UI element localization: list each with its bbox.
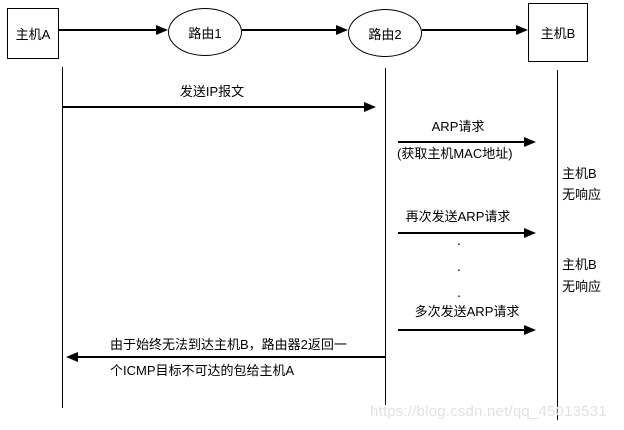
arp-multi-label: 多次发送ARP请求 [414, 304, 520, 319]
link-router-1-to-router-2 [242, 29, 336, 31]
router-1-label: 路由1 [188, 25, 222, 41]
arrowhead-right-icon [156, 25, 168, 35]
host-a-label: 主机A [15, 27, 51, 42]
arrowhead-right-icon [516, 25, 528, 35]
arp-first-label: ARP请求 [431, 119, 485, 134]
link-router-2-to-host-b [422, 29, 516, 31]
arrowhead-right-icon [524, 325, 536, 335]
router-2-node: 路由2 [348, 9, 422, 57]
arrowhead-right-icon [524, 137, 536, 147]
icmp-return-line2: 个ICMP目标不可达的包给主机A [110, 363, 295, 378]
host-a-node: 主机A [7, 8, 59, 59]
no-response-1-line1: 主机B [562, 166, 597, 181]
arrowhead-right-icon [336, 25, 348, 35]
ellipsis-dot: . [457, 284, 461, 300]
icmp-return-line1: 由于始终无法到达主机B，路由器2返回一 [110, 337, 347, 352]
no-response-2-line2: 无响应 [562, 279, 602, 294]
arp-multi-arrow [398, 329, 524, 331]
router-2-lifeline [385, 68, 386, 405]
no-response-2-line1: 主机B [562, 257, 597, 272]
router-1-node: 路由1 [168, 8, 242, 56]
arp-first-note: (获取主机MAC地址) [397, 146, 513, 161]
arrowhead-left-icon [66, 352, 78, 362]
no-response-1-line2: 无响应 [562, 187, 602, 202]
csdn-watermark: https://blog.csdn.net/qq_45013531 [370, 403, 607, 420]
send-ip-arrow [62, 106, 364, 108]
host-b-label: 主机B [540, 26, 576, 41]
arp-retry-label: 再次发送ARP请求 [405, 209, 511, 224]
arrowhead-right-icon [524, 228, 536, 238]
host-a-lifeline [62, 67, 63, 408]
host-b-node: 主机B [528, 3, 588, 62]
arrowhead-right-icon [364, 102, 376, 112]
ellipsis-dot: . [457, 258, 461, 274]
icmp-return-arrow [78, 356, 385, 358]
router-2-label: 路由2 [368, 26, 402, 42]
link-host-a-to-router-1 [59, 29, 156, 31]
host-b-lifeline [557, 70, 558, 420]
arp-first-arrow [398, 141, 524, 143]
send-ip-label: 发送IP报文 [179, 84, 245, 99]
ellipsis-dot: . [457, 232, 461, 248]
arp-retry-arrow [398, 232, 524, 234]
